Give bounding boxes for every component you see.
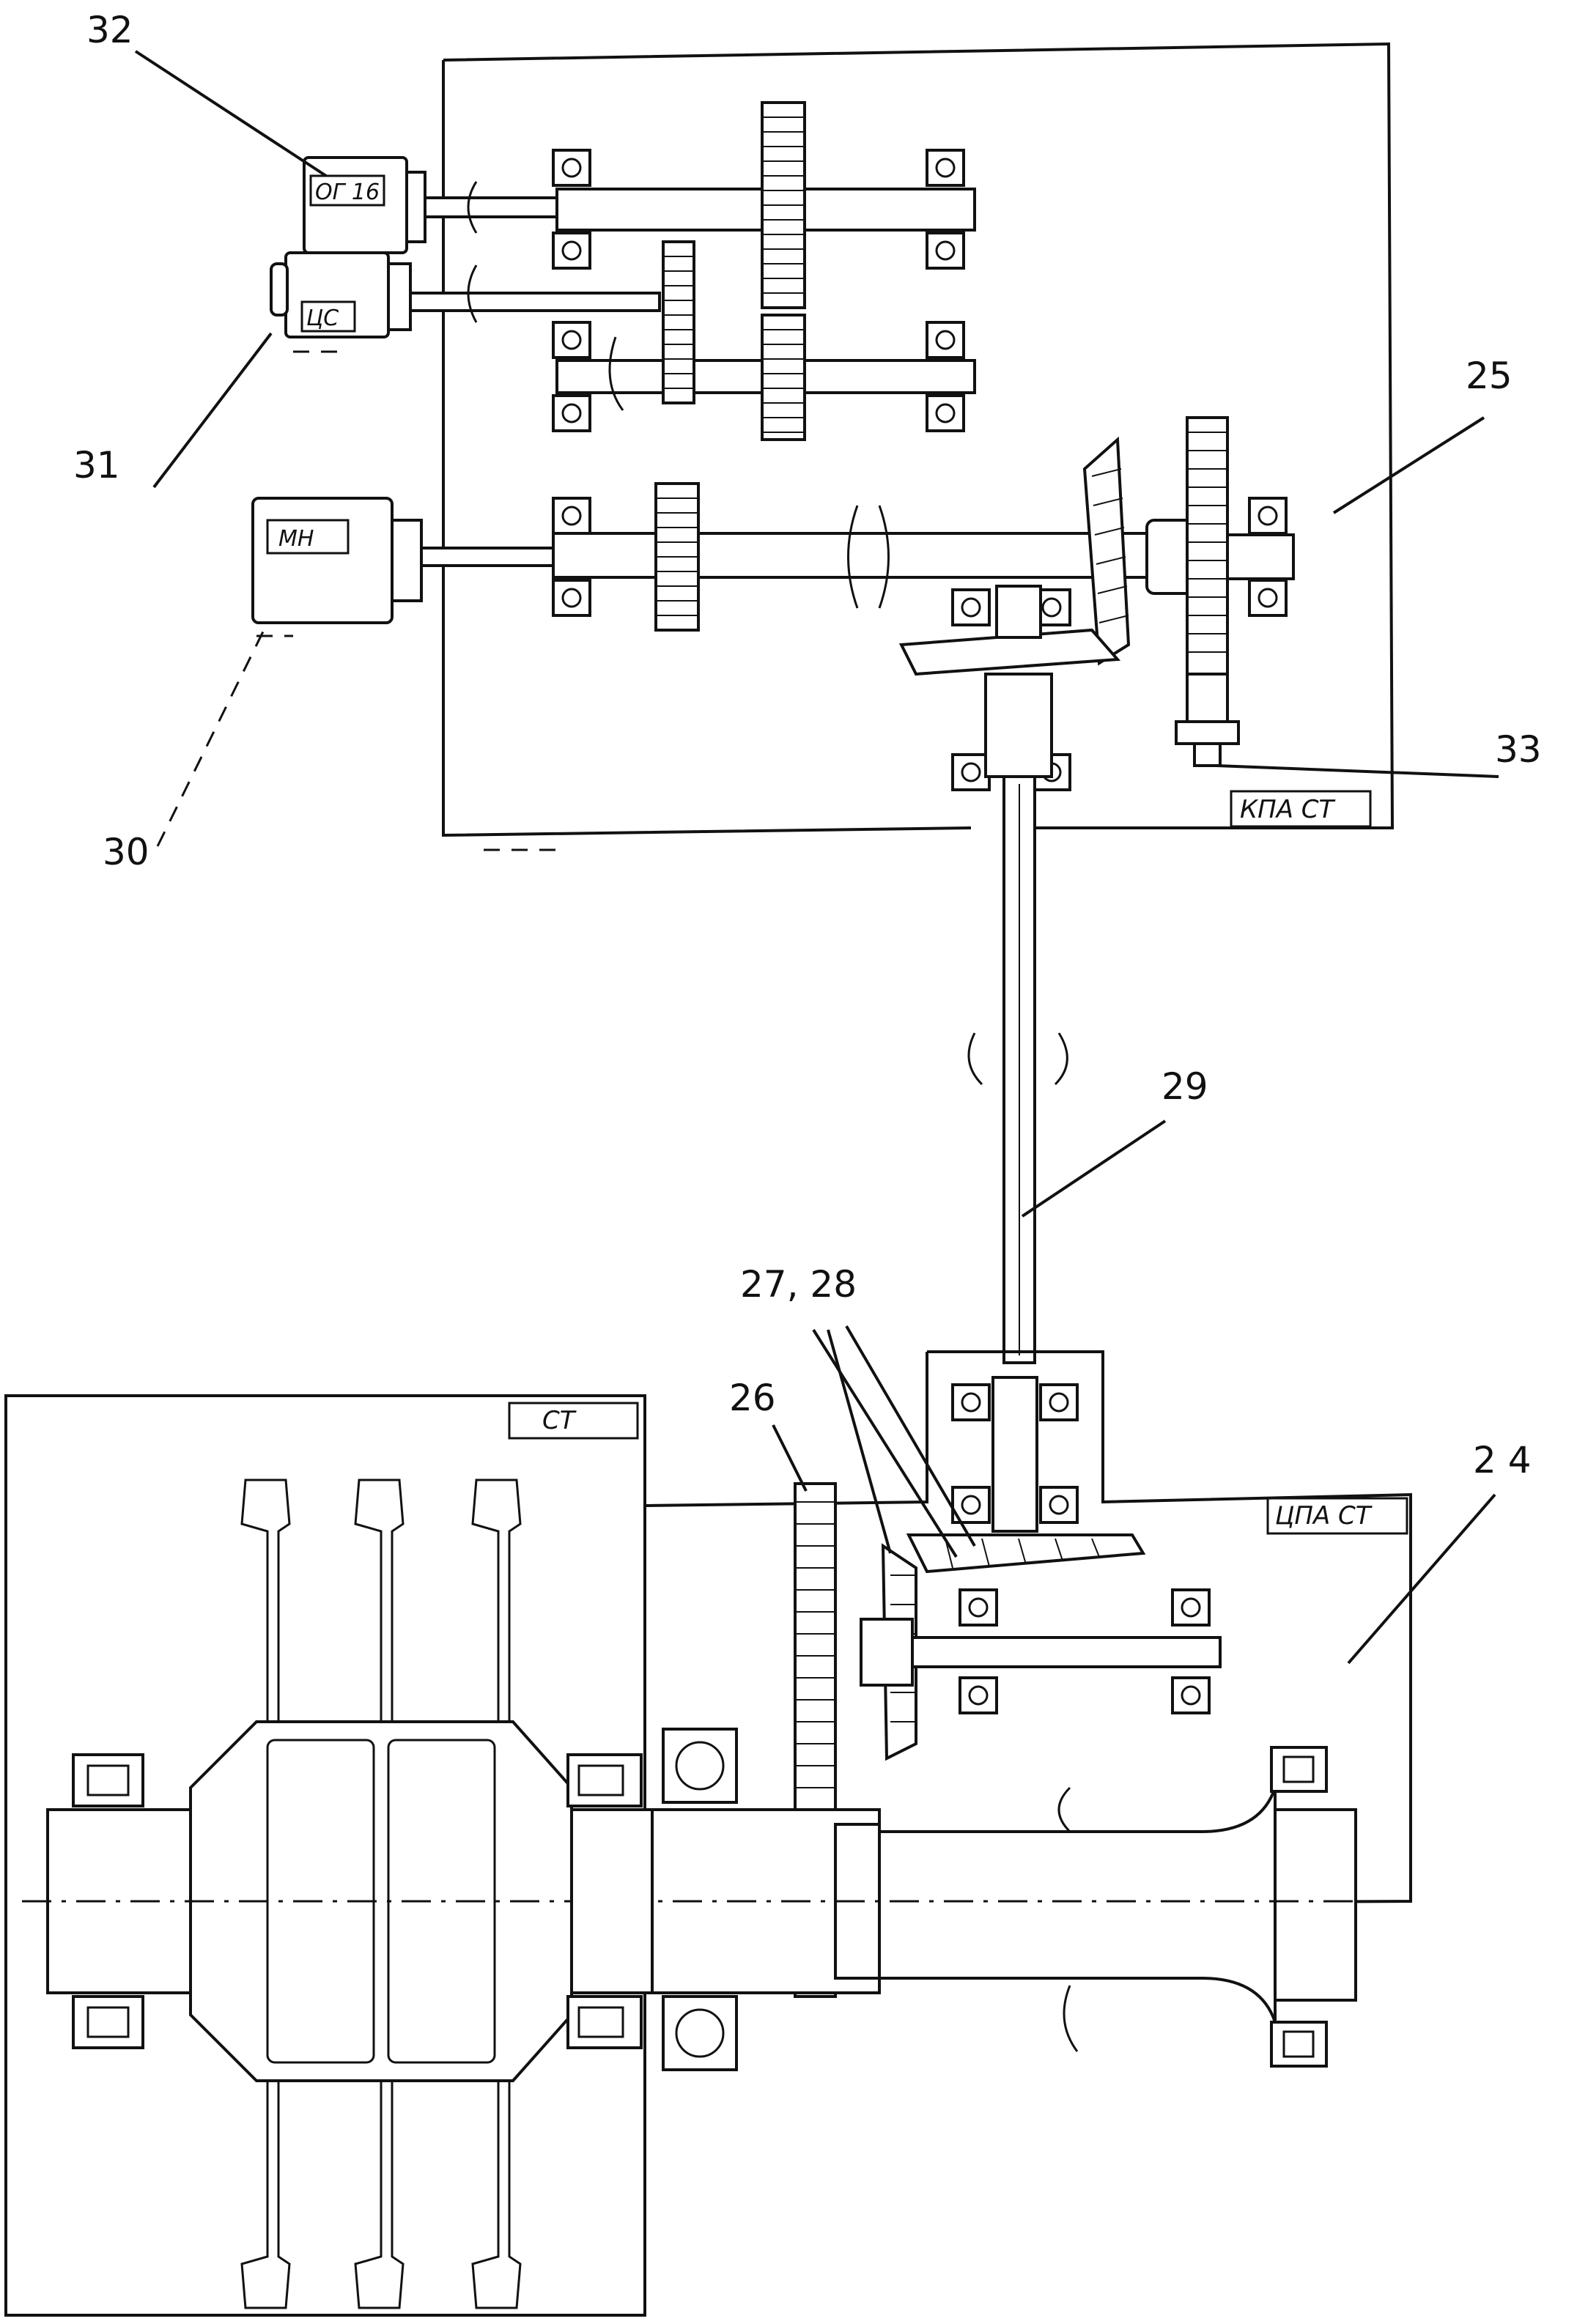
label-31: 31: [73, 444, 120, 486]
mn-device: МН: [251, 497, 423, 637]
label-24: 2 4: [1473, 1439, 1532, 1481]
label-29: 29: [1161, 1065, 1208, 1108]
transmission-shaft: [967, 775, 1068, 1364]
leader-lines: [134, 50, 1499, 1665]
label-26: 26: [729, 1377, 776, 1419]
og16-label: ОГ 16: [315, 180, 380, 205]
kpa-housing: КПА СТ: [442, 42, 1395, 851]
label-32: 32: [86, 9, 133, 51]
label-33: 33: [1495, 728, 1542, 771]
st-box-label: СТ: [542, 1406, 577, 1435]
kpa-shafts: [409, 181, 1295, 609]
label-25: 25: [1466, 355, 1513, 397]
kpa-gears: [654, 101, 1240, 778]
cs-label: ЦС: [306, 306, 339, 331]
mn-label: МН: [278, 526, 314, 552]
cpa-housing: ЦПА СТ: [644, 1350, 1412, 2071]
st-housing: СТ: [4, 1394, 1392, 2317]
kpa-box-label: КПА СТ: [1240, 795, 1336, 824]
number-labels: 32 31 30 25 33 29 27, 28 26 2 4: [73, 9, 1542, 1481]
label-30: 30: [103, 831, 149, 873]
label-27-28: 27, 28: [740, 1263, 857, 1306]
cpa-box-label: ЦПА СТ: [1275, 1501, 1373, 1531]
cs-device: ЦС: [270, 251, 412, 353]
